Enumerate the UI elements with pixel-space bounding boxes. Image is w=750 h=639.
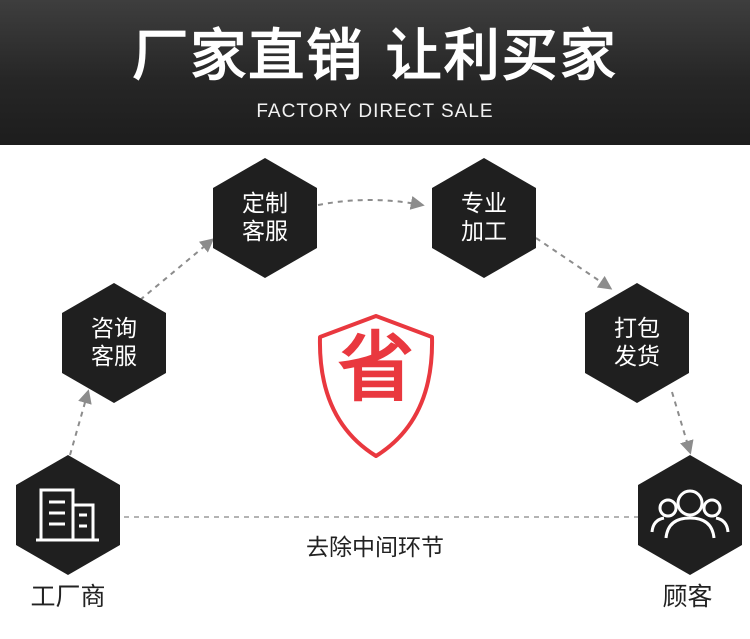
banner-title: 厂家直销 让利买家 (132, 24, 618, 89)
hexagon-consult (62, 283, 166, 403)
savings-badge-text: 省 (338, 323, 414, 412)
caption-factory: 工厂商 (30, 582, 106, 611)
node-label-process: 专业 加工 (461, 191, 507, 245)
arrow-custom-to-process (317, 196, 425, 210)
arrow-pack-to-customer (671, 391, 694, 455)
node-label-custom: 定制 客服 (242, 191, 288, 245)
building-icon (36, 488, 99, 542)
hexagon-pack (585, 283, 689, 403)
hexagon-process (432, 158, 536, 278)
arrow-factory-to-consult (69, 389, 92, 456)
node-label-consult: 咨询 客服 (91, 316, 137, 370)
banner-subtitle: FACTORY DIRECT SALE (256, 101, 494, 122)
arrow-consult-to-custom (139, 238, 215, 301)
shield-icon (317, 314, 435, 458)
middle-text: 去除中间环节 (306, 535, 444, 561)
node-label-pack: 打包 发货 (614, 316, 660, 370)
hexagon-custom (213, 158, 317, 278)
arrow-process-to-pack (535, 237, 613, 290)
users-icon (650, 489, 730, 539)
caption-customer: 顾客 (662, 582, 713, 611)
hexagon-factory (16, 455, 120, 575)
title-banner: 厂家直销 让利买家 FACTORY DIRECT SALE (0, 0, 750, 145)
